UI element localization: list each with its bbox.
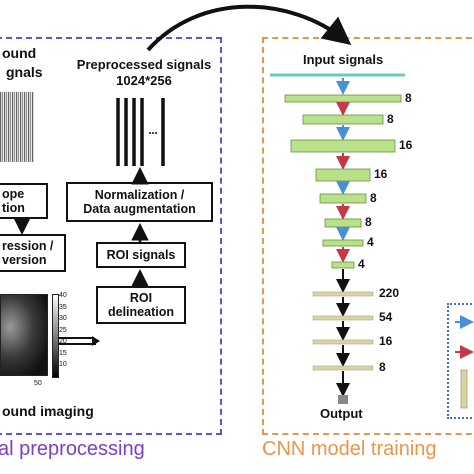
roi-signals-box: ROI signals <box>96 242 186 268</box>
preprocessing-panel <box>0 37 222 435</box>
compression-conversion-box: ression /version <box>0 234 66 272</box>
ultrasound-image <box>0 294 48 376</box>
conv-layer-2 <box>290 139 396 153</box>
conv-layer-label-7: 4 <box>358 257 365 271</box>
conv-layer-label-0: 8 <box>405 90 412 105</box>
dense-layer-label-0: 220 <box>379 286 400 300</box>
conv-layer-label-1: 8 <box>387 111 394 126</box>
conv-layer-7 <box>331 261 355 269</box>
rf-signal-image <box>0 92 34 162</box>
preprocessed-signals-title: Preprocessed signals 1024*256 <box>76 57 212 88</box>
signal-bars <box>116 98 165 166</box>
dense-layer-label-2: 16 <box>379 334 393 348</box>
conv-layer-label-6: 4 <box>367 235 374 249</box>
colorbar <box>52 294 59 378</box>
cnn-footer: CNN model training <box>262 438 437 460</box>
conv-layer-4 <box>319 193 367 204</box>
colorbar-ticks: 40 35 30 25 20 15 10 <box>59 292 67 368</box>
input-signals-label: Input signals <box>303 52 384 67</box>
output-label: Output <box>320 406 363 421</box>
ultrasound-imaging-label: ound imaging <box>2 403 94 419</box>
conv-layer-5 <box>324 218 362 228</box>
dense-layer-3 <box>312 365 374 371</box>
conv-layer-label-4: 8 <box>370 190 377 205</box>
conv-layer-3 <box>315 168 371 182</box>
legend-box <box>447 303 474 419</box>
conv-layer-0 <box>284 94 402 103</box>
preprocessing-footer: al preprocessing <box>0 438 145 460</box>
output-node <box>338 395 348 404</box>
cnn-panel <box>262 37 474 435</box>
dense-layer-1 <box>312 315 374 321</box>
conv-layer-label-2: 16 <box>399 138 413 152</box>
dense-layer-label-3: 8 <box>379 360 386 374</box>
normalization-box: Normalization /Data augmentation <box>66 182 213 222</box>
legend-dense-swatch <box>460 369 468 409</box>
image-axis-label: 50 <box>34 380 42 387</box>
dense-layer-0 <box>312 291 374 297</box>
conv-layer-6 <box>322 239 364 247</box>
conv-layer-1 <box>302 114 384 125</box>
conv-layer-label-3: 16 <box>374 167 388 181</box>
ultrasound-signals-label: ound gnals <box>2 45 43 80</box>
arrow-image-to-roi <box>58 337 96 345</box>
transfer-arrow <box>146 4 352 52</box>
dense-layer-label-1: 54 <box>379 310 393 324</box>
dense-layer-2 <box>312 339 374 345</box>
conv-layer-label-5: 8 <box>365 215 372 229</box>
